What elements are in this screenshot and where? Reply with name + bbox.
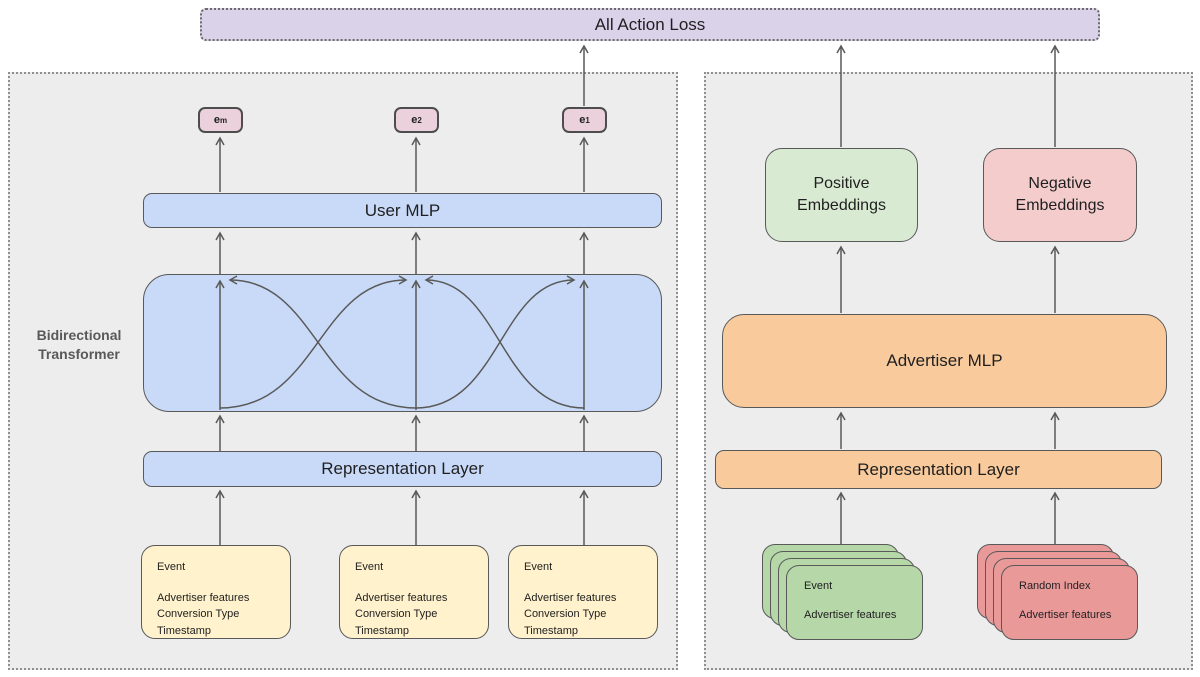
embedding-sub: 2 [417,115,422,125]
event-title: Event [524,561,553,573]
all-action-loss-label: All Action Loss [594,14,706,34]
event-feature: Conversion Type [524,608,607,620]
stack-title: Event [804,580,833,592]
event-feature: Advertiser features [157,591,250,604]
event-input-box-3: Event Advertiser features Conversion Typ… [508,545,658,639]
stack-card-front: Event Advertiser features [786,565,923,640]
bidirectional-transformer-label: Bidirectional Transformer [36,327,122,362]
event-feature: Timestamp [157,624,211,637]
representation-layer-label: Representation Layer [857,459,1020,479]
event-title: Event [355,561,384,573]
user-representation-layer-box: Representation Layer [143,451,662,487]
bidirectional-transformer-box [143,274,662,412]
event-title: Event [157,561,186,573]
embedding-base: e [579,114,586,126]
advertiser-mlp-box: Advertiser MLP [722,314,1167,408]
stack-title: Random Index [1019,580,1091,592]
advertiser-representation-layer-box: Representation Layer [715,450,1162,489]
stack-card-front: Random Index Advertiser features [1001,565,1138,640]
positive-embeddings-box: Positive Embeddings [765,148,918,242]
embedding-sub: 1 [585,115,590,125]
event-feature: Conversion Type [355,608,438,620]
event-feature: Advertiser features [524,591,617,604]
event-feature: Timestamp [355,624,409,637]
event-input-box-1: Event Advertiser features Conversion Typ… [141,545,291,639]
user-mlp-box: User MLP [143,193,662,228]
stack-feature: Advertiser features [1019,609,1112,622]
negative-embeddings-box: Negative Embeddings [983,148,1137,242]
event-input-box-2: Event Advertiser features Conversion Typ… [339,545,489,639]
event-feature: Timestamp [524,624,578,637]
representation-layer-label: Representation Layer [321,459,484,478]
stack-feature: Advertiser features [804,609,897,622]
advertiser-mlp-label: Advertiser MLP [886,351,1003,370]
embedding-base: e [213,114,220,126]
event-feature: Conversion Type [157,608,240,620]
embedding-base: e [411,114,418,126]
event-feature: Advertiser features [355,591,448,604]
positive-embeddings-label: Positive Embeddings [797,175,886,214]
negative-embeddings-label: Negative Embeddings [1015,175,1105,214]
all-action-loss-box: All Action Loss [200,8,1100,41]
user-mlp-label: User MLP [364,200,441,220]
embedding-sub: m [220,115,228,125]
